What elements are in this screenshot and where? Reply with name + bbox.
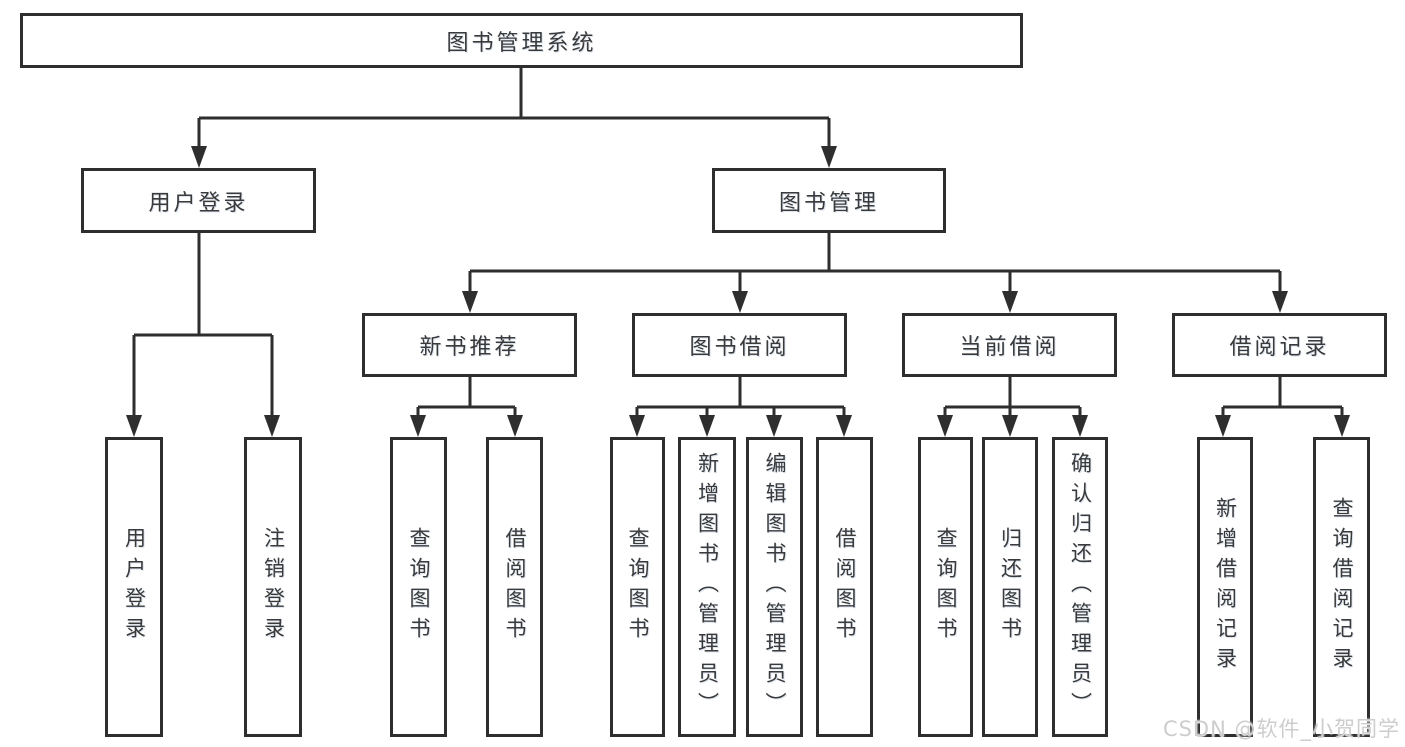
leaf-node-query-books-recommend: 查询图书 [390,437,447,737]
connector-book-management-to-level3 [462,233,1288,313]
arrowhead [937,415,953,437]
leaf-node-return-books: 归还图书 [982,437,1038,737]
arrowhead [264,415,280,437]
leaf-node-query-borrow-record: 查询借阅记录 [1313,437,1370,737]
leaf-node-add-borrow-record: 新增借阅记录 [1197,437,1253,737]
category-node-book-borrow: 图书借阅 [632,313,847,377]
leaf-node-borrow-books: 借阅图书 [816,437,873,737]
arrowhead [836,415,852,437]
arrowhead [1215,415,1231,437]
category-node-new-book-recommend: 新书推荐 [362,313,577,377]
connector-borrow-records-to-leaves [1215,377,1350,437]
arrowhead [732,291,748,313]
arrowhead [1002,291,1018,313]
arrowhead [1272,291,1288,313]
arrowhead [1002,415,1018,437]
connector-new-book-recommend-to-leaves [410,377,523,437]
branch-node-user-login: 用户登录 [81,168,316,233]
connector-user-login-to-leaves [126,233,280,437]
category-node-borrow-records: 借阅记录 [1172,313,1387,377]
arrowhead [410,415,426,437]
csdn-watermark: CSDN @软件_小贺同学 [1162,717,1400,741]
connector-root-to-level2 [191,67,837,168]
leaf-node-query-books-borrow: 查询图书 [610,437,665,737]
leaf-node-edit-books-admin: 编辑图书（管理员） [746,437,803,737]
arrowhead [507,415,523,437]
leaf-node-query-books-current: 查询图书 [918,437,973,737]
arrowhead [699,415,715,437]
leaf-node-add-books-admin: 新增图书（管理员） [678,437,736,737]
connector-book-borrow-to-leaves [629,377,852,437]
arrowhead [126,415,142,437]
arrowhead [462,291,478,313]
category-node-current-borrow: 当前借阅 [902,313,1117,377]
root-node-system: 图书管理系统 [20,13,1023,68]
leaf-node-confirm-return-admin: 确认归还（管理员） [1052,437,1108,737]
leaf-node-borrow-books-recommend: 借阅图书 [486,437,543,737]
branch-node-book-management: 图书管理 [712,168,946,233]
arrowhead [1334,415,1350,437]
arrowhead [766,415,782,437]
arrowhead [191,146,207,168]
arrowhead [821,146,837,168]
leaf-node-logout: 注销登录 [244,437,302,737]
leaf-node-user-login: 用户登录 [105,437,163,737]
arrowhead [1072,415,1088,437]
connector-current-borrow-to-leaves [937,377,1088,437]
arrowhead [629,415,645,437]
